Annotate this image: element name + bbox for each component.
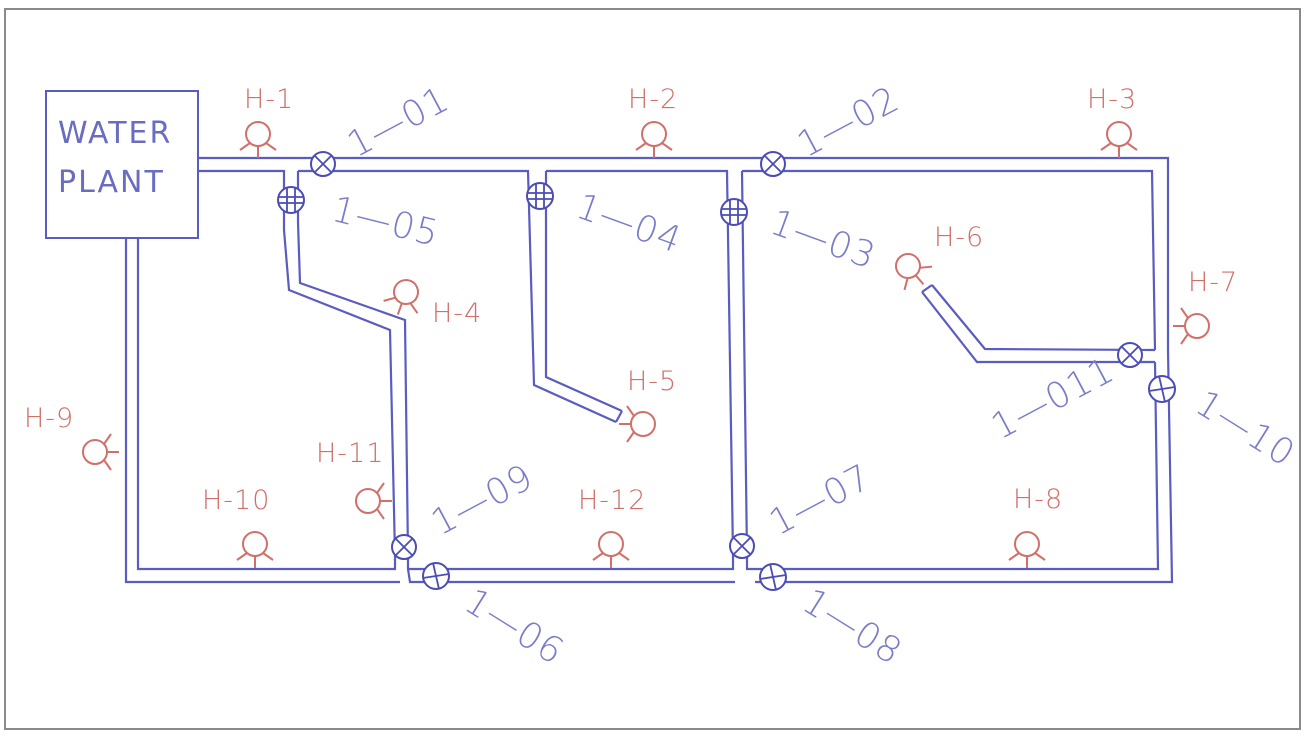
hydrant-icon [239, 121, 277, 159]
hydrant-label: H-6 [934, 222, 984, 253]
valve-label: 1—06 [457, 581, 571, 673]
valve-1-10[interactable]: 1—10 [1148, 375, 1302, 475]
valve-1-03[interactable]: 1—03 [720, 198, 881, 278]
plant-label-line2: PLANT [58, 165, 165, 200]
valve-label: 1—011 [985, 349, 1121, 447]
hydrant-label: H-5 [627, 366, 677, 397]
hydrant-icon [236, 531, 274, 569]
hydrant-H-7[interactable]: H-7 [1172, 267, 1238, 345]
valve-1-09[interactable]: 1—09 [391, 457, 540, 560]
valve-label: 1—10 [1188, 383, 1302, 475]
hydrant-icon [1172, 307, 1210, 345]
valve-label: 1—05 [328, 189, 443, 255]
pipe-network [124, 156, 1174, 584]
hydrant-H-11[interactable]: H-11 [316, 438, 393, 520]
valve-1-04[interactable]: 1—04 [526, 182, 687, 262]
hydrant-label: H-11 [316, 438, 384, 469]
hydrant-icon [592, 531, 630, 569]
valve-label: 1—08 [795, 581, 909, 673]
valve-x-icon [1117, 342, 1143, 368]
hydrant-label: H-9 [24, 403, 74, 434]
valve-label: 1—01 [341, 79, 456, 166]
hydrant-label: H-8 [1013, 484, 1063, 515]
hydrant-label: H-3 [1087, 84, 1137, 115]
hydrant-label: H-2 [628, 84, 678, 115]
valve-x-icon [391, 534, 417, 560]
valve-plus-icon [1148, 375, 1176, 403]
valve-plus-icon [759, 563, 787, 591]
valve-x-icon [310, 151, 336, 177]
hydrant-H-2[interactable]: H-2 [628, 84, 678, 159]
valve-1-08[interactable]: 1—08 [759, 563, 909, 673]
hydrant-label: H-4 [432, 298, 482, 329]
hydrant-H-3[interactable]: H-3 [1087, 84, 1138, 159]
valve-1-05[interactable]: 1—05 [277, 186, 443, 255]
valve-label: 1—03 [765, 202, 881, 278]
hydrant-H-1[interactable]: H-1 [239, 84, 294, 159]
plant-label-line1: WATER [58, 116, 172, 151]
hydrant-icon [618, 405, 656, 443]
valve-1-011[interactable]: 1—011 [985, 342, 1143, 448]
hydrant-icon [635, 121, 673, 159]
valve-grid-icon [526, 182, 554, 210]
hydrant-H-10[interactable]: H-10 [202, 485, 274, 569]
valve-grid-icon [277, 186, 305, 214]
hydrant-label: H-12 [578, 485, 646, 516]
hydrant-label: H-1 [244, 84, 294, 115]
hydrant-icon [1100, 121, 1138, 159]
hydrant-label: H-7 [1188, 267, 1238, 298]
valve-label: 1—07 [763, 457, 878, 544]
water-plant: WATER PLANT [45, 90, 199, 239]
valve-label: 1—02 [791, 79, 906, 166]
hydrant-H-5[interactable]: H-5 [618, 366, 677, 443]
hydrant-icon [355, 482, 393, 520]
drawing-frame [4, 8, 1301, 730]
valve-label: 1—09 [425, 457, 540, 544]
valve-1-02[interactable]: 1—02 [760, 79, 906, 177]
valve-x-icon [729, 533, 755, 559]
hydrant-H-12[interactable]: H-12 [578, 485, 646, 569]
hydrant-label: H-10 [202, 485, 270, 516]
valve-plus-icon [422, 562, 450, 590]
hydrant-H-9[interactable]: H-9 [24, 403, 120, 471]
valve-label: 1—04 [571, 186, 687, 262]
hydrant-icon [885, 244, 939, 297]
valve-grid-icon [720, 198, 748, 226]
hydrant-H-6[interactable]: H-6 [885, 222, 984, 297]
hydrant-icon [1008, 531, 1046, 569]
valve-x-icon [760, 151, 786, 177]
hydrant-icon [82, 433, 120, 471]
hydrant-H-4[interactable]: H-4 [379, 273, 482, 329]
valve-1-01[interactable]: 1—01 [310, 79, 456, 177]
valve-1-07[interactable]: 1—07 [729, 457, 878, 559]
hydrant-H-8[interactable]: H-8 [1008, 484, 1063, 569]
valve-1-06[interactable]: 1—06 [422, 562, 571, 673]
